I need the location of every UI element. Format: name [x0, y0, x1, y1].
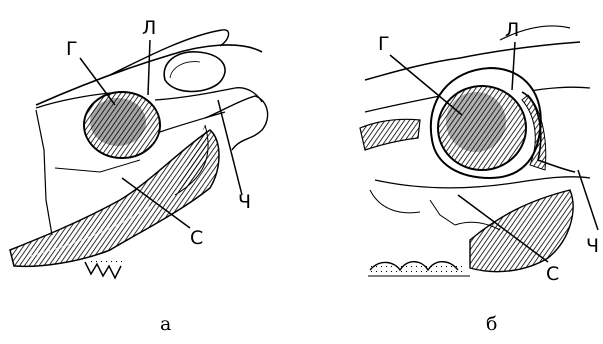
- skull-drawing-a: [10, 30, 268, 278]
- label-g-a: Г: [66, 38, 78, 60]
- caption-b: б: [486, 313, 497, 335]
- label-s-a: С: [190, 227, 203, 249]
- teeth-a: [85, 258, 126, 278]
- nasal-region-b: [360, 119, 420, 150]
- zygomatic-arch-b: [470, 190, 573, 272]
- label-g-b: Г: [378, 33, 390, 55]
- label-ch-a: Ч: [238, 191, 251, 213]
- label-s-b: С: [546, 263, 559, 285]
- label-l-b: Л: [505, 19, 519, 41]
- skull-drawing-b: [360, 26, 590, 276]
- label-ch-b: Ч: [586, 235, 599, 257]
- teeth-b: [368, 262, 470, 276]
- caption-a: а: [160, 313, 171, 335]
- label-l-a: Л: [142, 17, 156, 39]
- frontal-process-a: [164, 52, 225, 92]
